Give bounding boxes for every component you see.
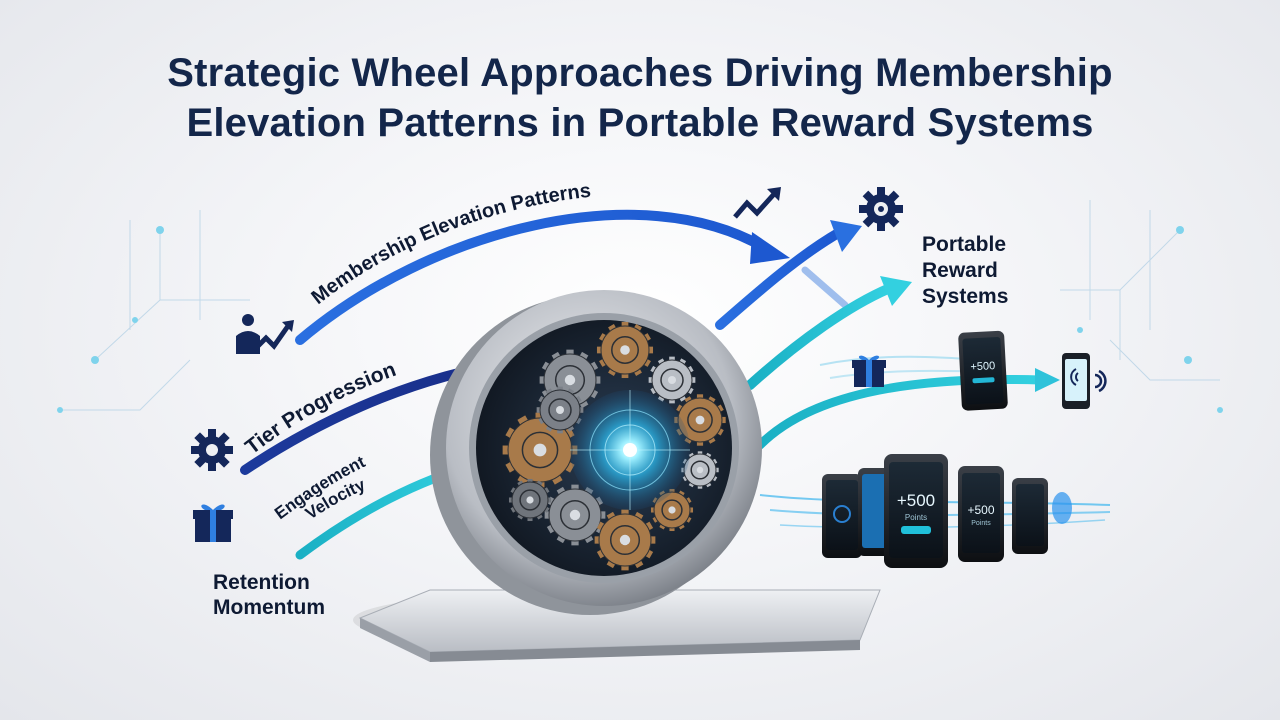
phone-right-top: +500 [958, 330, 1008, 411]
phone-top-points: +500 [970, 360, 995, 373]
gift-icon-right [852, 355, 886, 387]
background-circuit-lines [60, 200, 1220, 411]
gift-icon-left [193, 504, 233, 542]
phone-center: +500 Points [884, 454, 948, 568]
trend-up-icon [733, 187, 781, 219]
gear-icon-top [859, 187, 903, 231]
label-tier-progression: Tier Progression [241, 358, 399, 459]
label-retention-line-1: Retention [213, 571, 310, 594]
phone-center-sub: Points [905, 513, 927, 522]
phone-center-right: +500 Points [958, 466, 1004, 562]
gear-4 [674, 394, 726, 446]
gear-3 [648, 356, 696, 404]
label-portable-line-3: Systems [922, 285, 1009, 308]
phone-left [858, 468, 892, 556]
phone-right-points: +500 [967, 503, 994, 517]
phone-flow-arrow [755, 355, 1060, 450]
phone-right-sub: Points [971, 520, 991, 527]
title-line-1: Strategic Wheel Approaches Driving Membe… [167, 51, 1113, 95]
tier-arrow [240, 363, 485, 475]
signal-glow [1052, 492, 1072, 524]
phone-far-right [1012, 478, 1048, 554]
label-portable-line-1: Portable [922, 233, 1007, 256]
gear-icon-left [191, 429, 233, 471]
gear-11 [508, 478, 552, 522]
label-portable-reward-systems: Portable Reward Systems [922, 232, 1008, 310]
nfc-phone-icon [1062, 353, 1107, 409]
background-dots [57, 226, 1223, 413]
label-retention-line-2: Momentum [213, 596, 325, 619]
label-retention-momentum: Retention Momentum [213, 570, 325, 620]
gear-2 [596, 321, 654, 379]
phone-center-points: +500 [897, 491, 935, 510]
middle-right-arrow [745, 276, 912, 390]
phone-far-left [822, 474, 862, 558]
title-line-2: Elevation Patterns in Portable Reward Sy… [186, 101, 1094, 145]
label-portable-line-2: Reward [922, 259, 998, 282]
wheel-core [570, 390, 690, 510]
label-membership-elevation: Membership Elevation Patterns [308, 180, 592, 309]
upper-right-arrow [715, 220, 862, 330]
gear-8 [594, 509, 656, 571]
page-title: Strategic Wheel Approaches Driving Membe… [0, 48, 1280, 148]
membership-arrow [295, 209, 849, 345]
person-growth-icon [236, 314, 294, 354]
phone-row: +500 Points +500 Points [822, 454, 1072, 568]
